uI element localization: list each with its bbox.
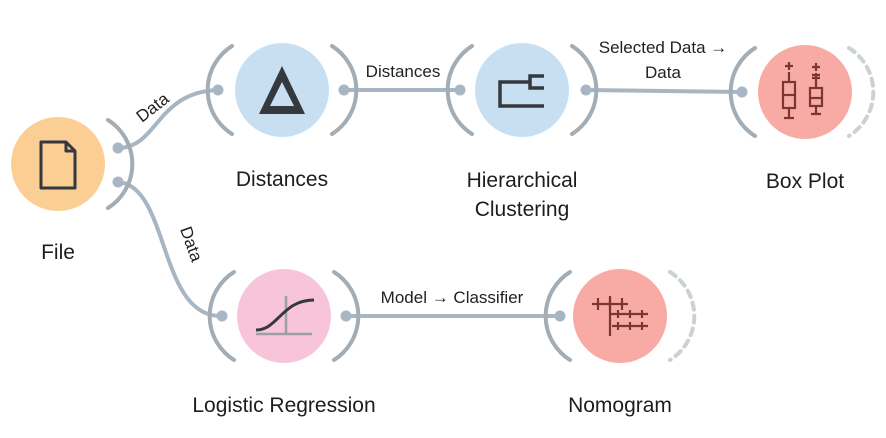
node-boxplot[interactable]: Box Plot (728, 45, 876, 193)
link-label-logreg-nomogram: Model → Classifier (381, 288, 524, 307)
node-logreg-output-bracket (332, 270, 361, 362)
link-clustering-boxplot[interactable] (584, 88, 744, 94)
node-distances-input-anchor[interactable] (212, 84, 224, 96)
delta-icon (259, 66, 305, 114)
node-boxplot-input-bracket (728, 46, 757, 138)
node-nomogram-input-bracket (543, 270, 572, 362)
link-label-clustering-boxplot-1: Selected Data → (599, 38, 728, 57)
file-icon (39, 140, 77, 190)
node-nomogram[interactable]: Nomogram (543, 269, 697, 417)
link-file-logreg[interactable] (116, 180, 224, 319)
node-clustering-label-1: Hierarchical (467, 169, 578, 192)
node-logreg-circle (237, 269, 331, 363)
node-clustering-input-anchor[interactable] (454, 84, 466, 96)
node-boxplot-output-bracket (847, 46, 876, 138)
link-label-clustering-boxplot-2: Data (645, 63, 681, 82)
link-label-file-logreg: Data (176, 224, 206, 265)
node-clustering[interactable]: Hierarchical Clustering (445, 43, 599, 221)
node-nomogram-output-bracket (668, 270, 697, 362)
links (116, 88, 744, 319)
link-label-distances-clustering: Distances (366, 62, 441, 81)
node-file-label: File (41, 241, 75, 264)
node-nomogram-input-anchor[interactable] (554, 310, 566, 322)
node-boxplot-circle (758, 45, 852, 139)
dendrogram-icon (498, 74, 544, 108)
node-file-output-anchor-2[interactable] (112, 176, 124, 188)
node-logreg-input-anchor[interactable] (216, 310, 228, 322)
node-clustering-circle (475, 43, 569, 137)
node-logreg-label: Logistic Regression (192, 394, 375, 417)
node-file-output-anchor-1[interactable] (112, 142, 124, 154)
node-clustering-input-bracket (445, 44, 474, 136)
node-file-input-bracket (106, 118, 135, 210)
node-distances-label: Distances (236, 168, 328, 191)
node-distances-input-bracket (205, 44, 234, 136)
node-clustering-output-bracket (570, 44, 599, 136)
node-nomogram-circle (573, 269, 667, 363)
node-boxplot-label: Box Plot (766, 170, 844, 193)
node-clustering-output-anchor[interactable] (580, 84, 592, 96)
node-boxplot-input-anchor[interactable] (736, 86, 748, 98)
box-plot-icon (781, 62, 824, 120)
node-distances-output-anchor[interactable] (338, 84, 350, 96)
link-label-file-distances: Data (133, 89, 173, 126)
node-distances-output-bracket (330, 44, 359, 136)
node-nomogram-label: Nomogram (568, 394, 672, 417)
node-distances-circle (235, 43, 329, 137)
node-distances[interactable]: Distances (205, 43, 359, 191)
nomogram-icon (592, 296, 648, 336)
node-file-circle (11, 117, 105, 211)
node-logreg-output-anchor[interactable] (340, 310, 352, 322)
node-clustering-label-2: Clustering (475, 198, 570, 221)
node-logreg-input-bracket (207, 270, 236, 362)
node-logreg[interactable]: Logistic Regression (192, 269, 376, 417)
node-file[interactable]: File (11, 117, 135, 264)
sigmoid-icon (255, 296, 315, 336)
